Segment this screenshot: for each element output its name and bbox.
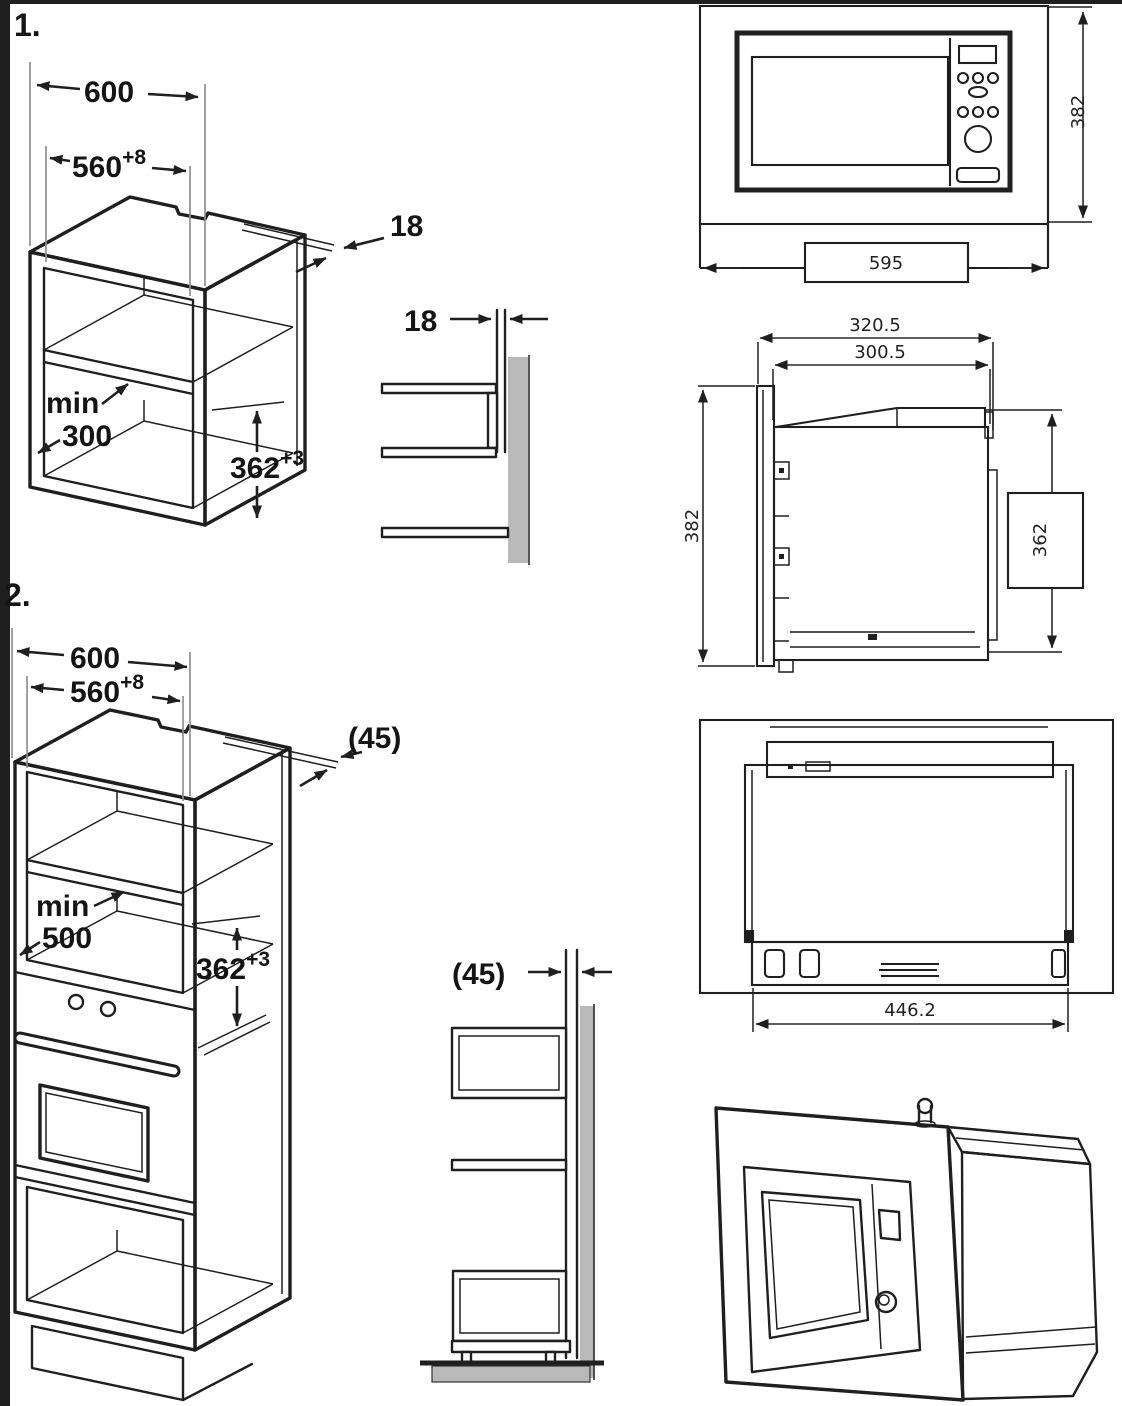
floor-shading [431,1365,591,1383]
control-knob [963,124,993,154]
built-in-oven [13,993,197,1217]
body-side [960,1150,1099,1401]
dim-min-word: min [46,387,99,420]
diagram1-cabinet-isometric: 600 560+8 18 min 300 362+3 [28,62,423,527]
dim-cutout-height: 362 [1030,523,1051,557]
foot-left [763,948,786,979]
wall-shading [508,357,528,563]
oven-knob-left [67,993,85,1011]
step-1-label: 1. [14,7,41,43]
dim-min-depth: 500 [42,922,92,955]
microwave-door [742,1165,922,1374]
dim-rear-panel: (45) [348,722,401,755]
display [957,44,998,65]
upper-box [450,1026,568,1100]
dim-niche-height: 362+3 [230,447,304,485]
chassis-back [743,763,1075,944]
dim-niche-width: 560+8 [72,146,146,184]
dim-niche-width: 560+8 [70,671,144,709]
dim-panel-thickness: (45) [452,958,505,991]
dim-depth-body: 300.5 [854,342,906,363]
control-panel [955,44,1001,184]
side-view: 320.5 300.5 382 362 [682,315,1085,673]
dim-min-word: min [36,890,89,923]
base-bar [450,1339,572,1354]
middle-shelf [450,1158,568,1172]
diagram2-side-section: (45) [420,948,612,1383]
plinth [30,1324,185,1402]
oven-body [772,425,990,662]
shelf-bottom [380,526,510,539]
dim-outer-width: 600 [70,642,120,675]
wall-shading [580,1006,594,1378]
shelf-top [380,382,498,395]
front-view: 595 382 [698,4,1092,284]
oven-knob-right [99,1000,117,1018]
mounting-screw [914,1097,936,1128]
perspective-view [714,1097,1099,1402]
control-knob [874,1290,898,1314]
niche-back-panel [486,391,499,450]
dim-depth-overall: 320.5 [849,315,901,336]
lower-box [451,1269,568,1343]
oven-window [38,1083,150,1183]
step-2-label: 2. [4,577,31,613]
shelf-middle [380,446,498,459]
dim-niche-height: 362+3 [196,948,270,986]
trim-frame [714,1106,965,1402]
dim-overall-width: 595 [869,253,903,274]
door-window [750,55,950,167]
door-window [760,1190,870,1340]
diagram2-cabinet-isometric: 600 560+8 (45) min 500 362+3 [11,628,401,1402]
dim-overall-height: 382 [1068,95,1089,129]
microwave-frame [734,30,1013,193]
foot-right [798,948,821,979]
dim-overall-height: 382 [682,509,703,543]
door-profile [755,384,776,668]
base-band [750,940,1070,987]
dim-chassis-width: 446.2 [884,1000,936,1021]
dim-rear-panel: 18 [390,210,423,243]
vent-panel [765,740,1055,779]
dim-panel-thickness: 18 [404,305,437,338]
rear-view: 446.2 [698,718,1115,1032]
diagram1-side-section: 18 [380,305,548,565]
dim-min-depth: 300 [62,420,112,453]
dim-outer-width: 600 [84,76,134,109]
display [877,1208,902,1242]
open-button [955,166,1001,184]
